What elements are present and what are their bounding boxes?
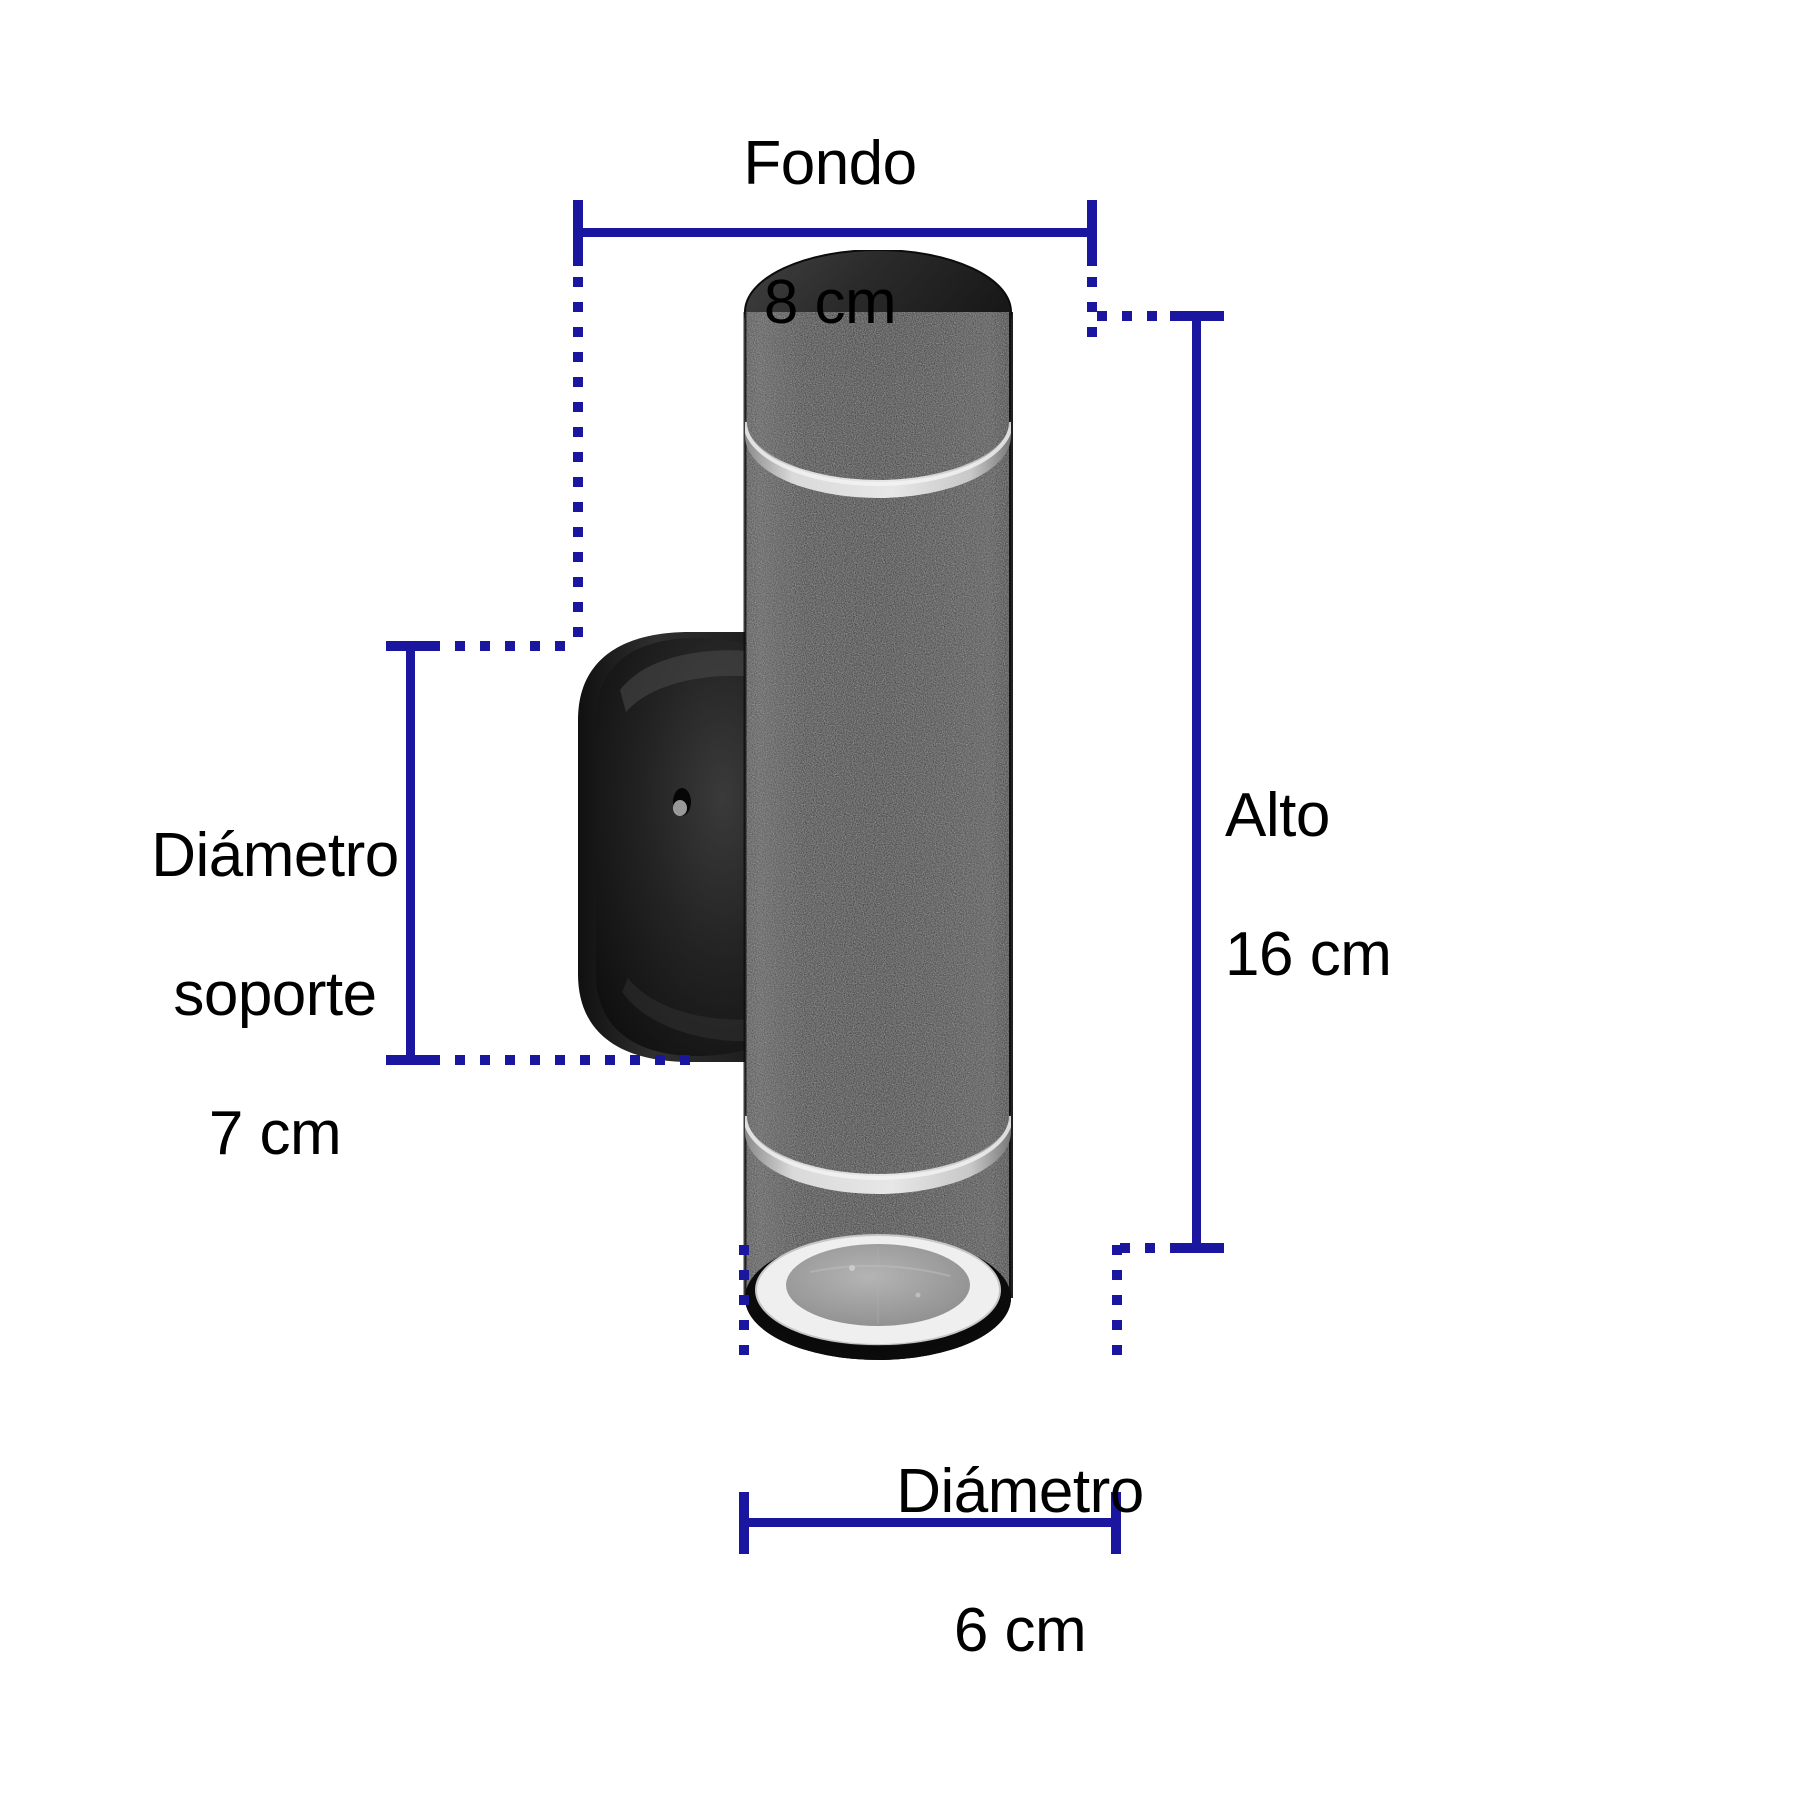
diametro-soporte-label-line2: soporte bbox=[173, 960, 377, 1030]
fondo-tick-right bbox=[1087, 200, 1097, 266]
upper-gasket-ring bbox=[745, 418, 1011, 498]
diametro-tick-left bbox=[739, 1492, 749, 1554]
diametro-label: Diámetro 6 cm bbox=[760, 1388, 1280, 1735]
fondo-extension-left bbox=[573, 252, 583, 652]
fondo-label: Fondo 8 cm bbox=[560, 60, 1100, 407]
diametro-tick-right bbox=[1111, 1492, 1121, 1554]
alto-label-text: Alto bbox=[1225, 781, 1330, 851]
diametro-soporte-label: Diámetro soporte 7 cm bbox=[90, 752, 460, 1238]
alto-label-value: 16 cm bbox=[1225, 920, 1392, 990]
alto-label: Alto 16 cm bbox=[1225, 712, 1645, 1059]
bottom-lens bbox=[745, 1234, 1011, 1360]
diametro-soporte-label-line1: Diámetro bbox=[151, 821, 399, 891]
product-illustration bbox=[500, 250, 1140, 1420]
fondo-label-value: 8 cm bbox=[763, 268, 897, 338]
lower-gasket-ring bbox=[745, 1112, 1011, 1194]
cylinder-body bbox=[743, 250, 1013, 1360]
alto-dimension-line bbox=[1192, 316, 1201, 1248]
soporte-extension-top bbox=[430, 641, 580, 651]
soporte-tick-bottom bbox=[386, 1055, 436, 1065]
soporte-dimension-line bbox=[406, 646, 415, 1060]
alto-tick-top bbox=[1170, 311, 1224, 321]
diametro-extension-left bbox=[739, 1245, 749, 1355]
diametro-label-text: Diámetro bbox=[896, 1457, 1144, 1527]
soporte-extension-bottom bbox=[430, 1055, 690, 1065]
diametro-dimension-line bbox=[739, 1518, 1121, 1527]
fondo-dimension-line bbox=[573, 228, 1097, 237]
soporte-tick-top bbox=[386, 641, 436, 651]
diametro-extension-right bbox=[1112, 1245, 1122, 1355]
diametro-label-value: 6 cm bbox=[953, 1596, 1087, 1666]
diametro-soporte-value: 7 cm bbox=[208, 1099, 342, 1169]
alto-extension-bottom bbox=[1120, 1243, 1210, 1253]
fondo-tick-left bbox=[573, 200, 583, 266]
alto-extension-top bbox=[1097, 311, 1207, 321]
alto-tick-bottom bbox=[1170, 1243, 1224, 1253]
fondo-label-text: Fondo bbox=[743, 129, 917, 199]
fondo-extension-right bbox=[1087, 252, 1097, 352]
